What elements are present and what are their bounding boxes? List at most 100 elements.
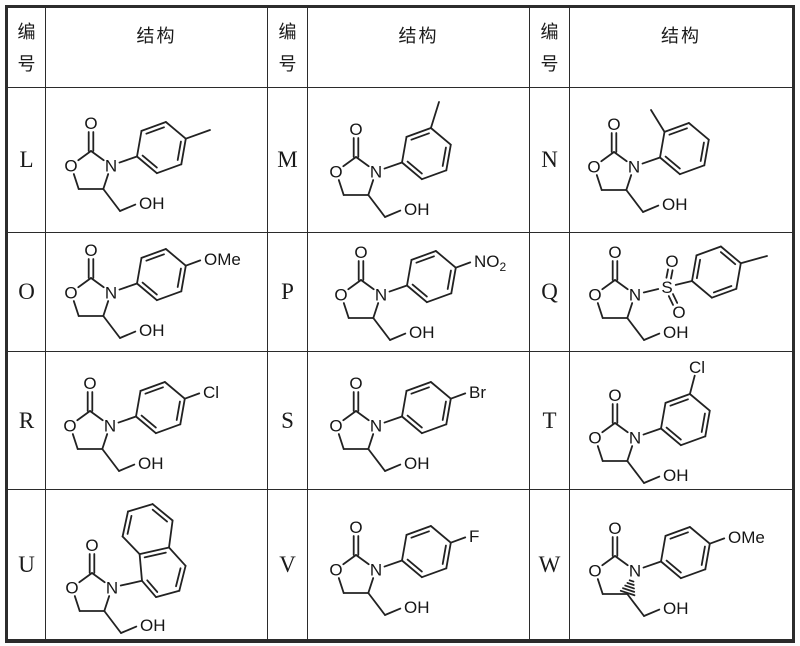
compound-id: L	[19, 147, 34, 172]
atom-label-oh: OH	[662, 195, 688, 214]
atom-label-o: O	[607, 115, 620, 134]
atom-label-n: N	[629, 562, 641, 581]
atom-label-o: O	[588, 429, 601, 448]
atom-label-oh: OH	[663, 466, 689, 485]
atom-label-n: N	[370, 163, 382, 182]
compound-id-cell-S: S	[268, 352, 308, 490]
molecule-N: O O N OH	[587, 109, 710, 214]
compound-id-cell-L: L	[8, 88, 46, 233]
structure-cell-N: O O N OH	[570, 88, 792, 233]
compound-id: M	[277, 147, 298, 172]
atom-label-s: S	[661, 278, 672, 297]
header-id-col-2: 编 号	[268, 8, 308, 88]
compound-id-cell-R: R	[8, 352, 46, 490]
atom-label-o: O	[588, 562, 601, 581]
atom-label-oh: OH	[663, 323, 689, 342]
atom-label-n: N	[629, 429, 641, 448]
atom-label-o: O	[349, 518, 362, 537]
atom-label-o: O	[587, 158, 600, 177]
compound-id-cell-O: O	[8, 233, 46, 352]
compound-id: W	[538, 551, 561, 577]
header-id-char2: 号	[278, 53, 297, 74]
header-id-char1: 编	[17, 21, 36, 42]
atom-label-oh: OH	[139, 321, 165, 340]
compound-id: R	[18, 407, 35, 433]
atom-label-o: O	[83, 374, 96, 393]
atom-label-o: O	[608, 519, 621, 538]
atom-label-n: N	[370, 561, 382, 580]
compound-id: Q	[541, 279, 558, 304]
atom-label-o: O	[665, 252, 678, 271]
atom-label-o: O	[608, 386, 621, 405]
atom-label-o: O	[608, 243, 621, 262]
header-structure-col-1: 结构	[46, 8, 268, 88]
compound-id-cell-M: M	[268, 88, 308, 233]
atom-label-oh: OH	[138, 454, 164, 473]
atom-label-o: O	[85, 536, 98, 555]
compound-id: V	[279, 551, 296, 577]
compound-id: T	[542, 407, 557, 433]
molecule-T: O O N OH Cl	[588, 358, 711, 485]
atom-label-oh: OH	[404, 454, 430, 473]
compound-id-cell-P: P	[268, 233, 308, 352]
atom-label-o: O	[84, 241, 97, 260]
atom-label-n: N	[375, 286, 387, 305]
atom-label-o: O	[349, 374, 362, 393]
atom-label-ome: OMe	[204, 250, 241, 269]
compound-id: O	[18, 279, 35, 304]
atom-label-n: N	[629, 286, 641, 305]
atom-label-n: N	[628, 158, 640, 177]
atom-label-o: O	[588, 286, 601, 305]
header-id-col-1: 编 号	[8, 8, 46, 88]
structure-drawing-T: O O N OH Cl	[588, 358, 711, 485]
atom-label-oh: OH	[140, 616, 166, 635]
atom-label-o: O	[64, 157, 77, 176]
atom-label-o: O	[349, 120, 362, 139]
atom-label-cl: Cl	[689, 358, 705, 377]
atom-label-o: O	[329, 561, 342, 580]
atom-label-oh: OH	[409, 323, 435, 342]
header-id-char1: 编	[278, 21, 297, 42]
atom-label-o: O	[329, 417, 342, 436]
atom-label-o: O	[64, 284, 77, 303]
compound-id-cell-U: U	[8, 490, 46, 640]
compound-id: P	[281, 279, 294, 304]
atom-label-n: N	[106, 579, 118, 598]
atom-label-n: N	[370, 417, 382, 436]
header-structure-col-3: 结构	[570, 8, 792, 88]
atom-label-no: NO2	[474, 252, 507, 274]
compound-id: U	[18, 551, 35, 577]
atom-label-cl: Cl	[203, 383, 219, 402]
compound-id: N	[541, 147, 558, 172]
atom-label-oh: OH	[404, 598, 430, 617]
compound-id-cell-W: W	[530, 490, 570, 640]
compound-id-cell-T: T	[530, 352, 570, 490]
structure-drawing-N: O O N OH	[587, 109, 710, 214]
structure-cell-T: O O N OH Cl	[570, 352, 792, 490]
atom-label-o: O	[354, 243, 367, 262]
